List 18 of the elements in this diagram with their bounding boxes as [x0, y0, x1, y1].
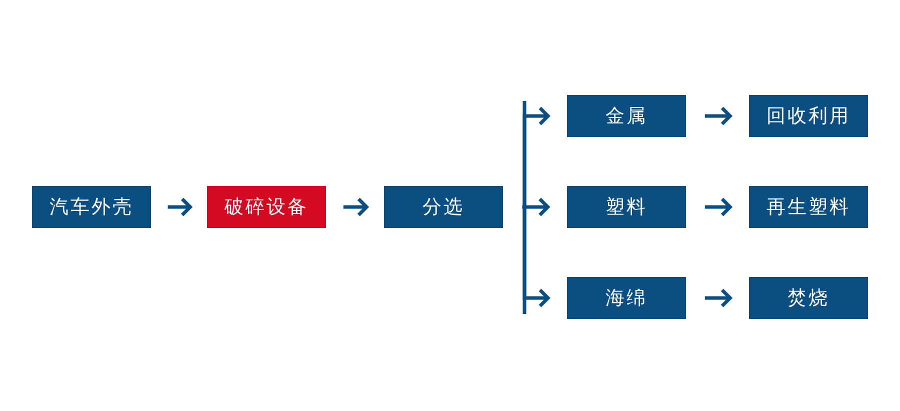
- box-label: 汽车外壳: [50, 195, 134, 220]
- box-label: 海绵: [606, 286, 648, 311]
- process-box: [207, 186, 326, 228]
- box-label: 金属: [606, 104, 648, 129]
- process-box: [384, 186, 503, 228]
- process-box: [567, 186, 686, 228]
- process-box: [32, 186, 151, 228]
- process-box: [567, 277, 686, 319]
- box-label: 分选: [422, 195, 464, 220]
- box-label: 再生塑料: [766, 195, 850, 220]
- box-label: 破碎设备: [224, 195, 308, 220]
- process-box: [567, 95, 686, 137]
- process-box: [749, 277, 868, 319]
- process-box: [749, 186, 868, 228]
- process-box: [749, 95, 868, 137]
- box-label: 焚烧: [788, 286, 830, 311]
- box-label: 塑料: [606, 195, 648, 220]
- box-label: 回收利用: [766, 104, 850, 129]
